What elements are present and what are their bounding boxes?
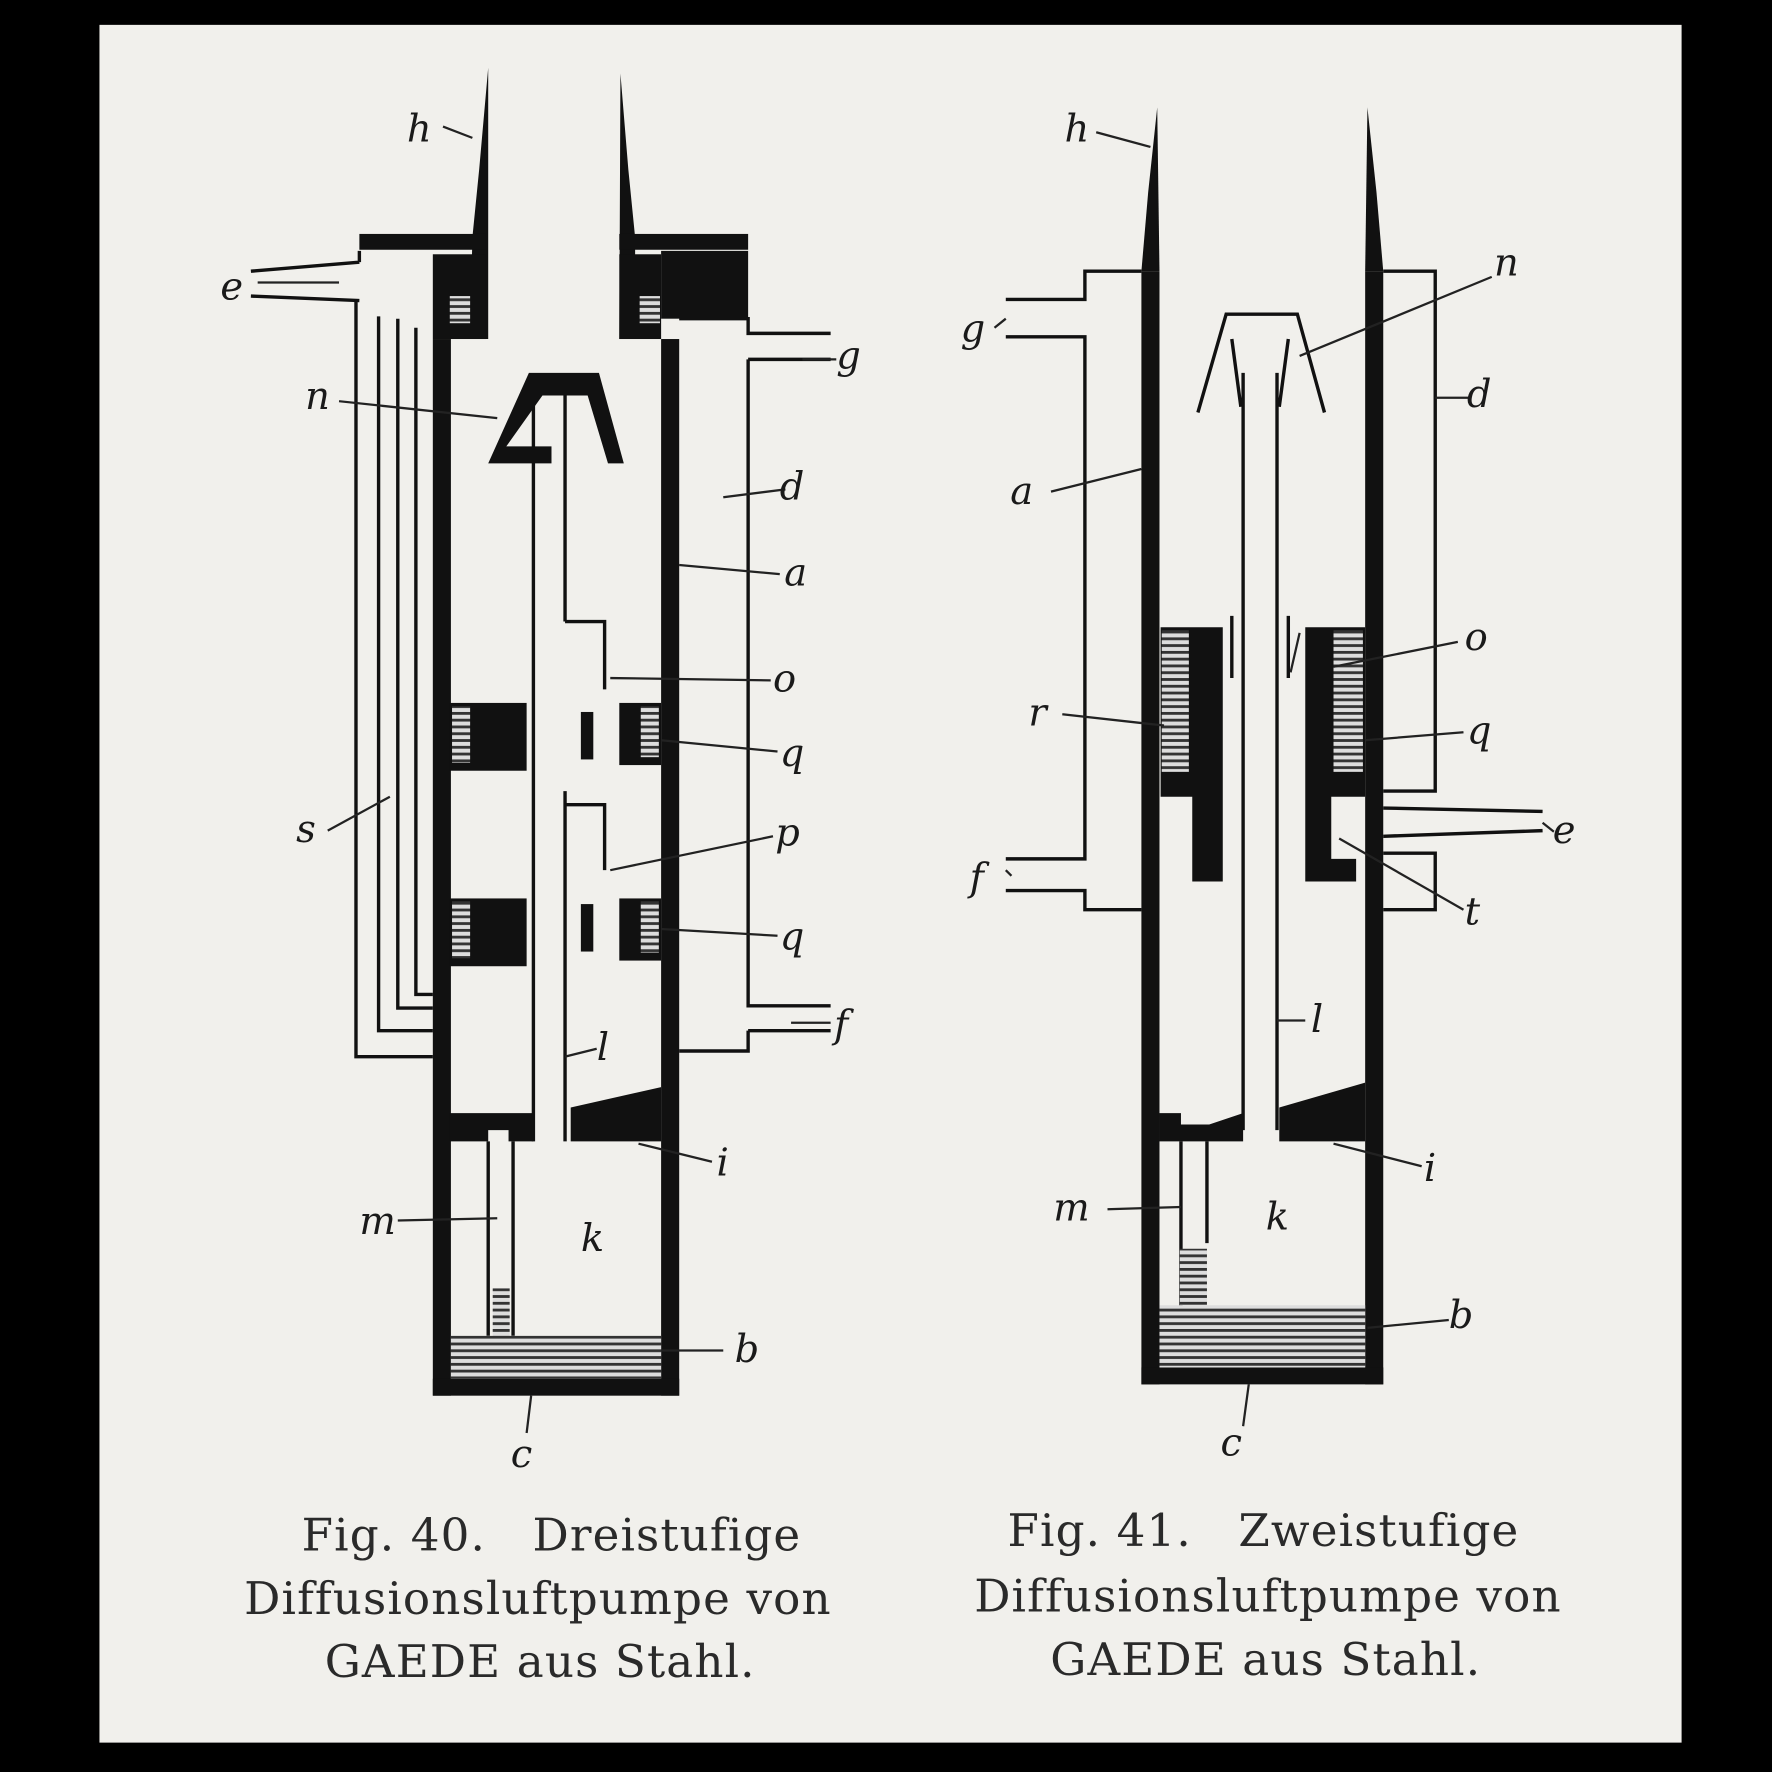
label-t: t xyxy=(1465,889,1481,934)
label-n: n xyxy=(1494,241,1519,286)
label-i: i xyxy=(1424,1146,1436,1191)
label-h: h xyxy=(407,106,432,151)
label-o: o xyxy=(773,657,796,702)
mercury-b xyxy=(450,1335,662,1379)
label-b: b xyxy=(735,1327,760,1372)
label-q-lower: q xyxy=(780,914,805,959)
figure-40-caption: Fig. 40. Dreistufige Diffusionsluftpumpe… xyxy=(244,1509,832,1689)
label-m: m xyxy=(1053,1186,1089,1231)
label-d: d xyxy=(1467,372,1492,417)
label-p: p xyxy=(775,810,800,855)
figure-40-diagram xyxy=(250,67,837,1434)
label-c: c xyxy=(1221,1421,1243,1466)
figure-41-labels: h n g d a o r q e f t l i m k b c xyxy=(961,106,1576,1465)
caption-line-2: Diffusionsluftpumpe von xyxy=(244,1572,832,1625)
label-k: k xyxy=(1266,1195,1289,1240)
caption-line-1: Fig. 41. Zweistufige xyxy=(1008,1504,1520,1557)
caption-line-2: Diffusionsluftpumpe von xyxy=(974,1570,1562,1623)
label-i: i xyxy=(716,1140,728,1185)
label-h: h xyxy=(1065,106,1090,151)
label-k: k xyxy=(581,1216,604,1261)
label-q: q xyxy=(1467,709,1492,754)
label-o: o xyxy=(1465,615,1488,660)
label-l: l xyxy=(1311,997,1323,1042)
label-g: g xyxy=(836,333,861,378)
caption-line-1: Fig. 40. Dreistufige xyxy=(302,1509,802,1562)
label-q-upper: q xyxy=(780,731,805,776)
label-e: e xyxy=(220,264,243,309)
label-m: m xyxy=(359,1199,395,1244)
label-d: d xyxy=(780,465,805,510)
label-l: l xyxy=(597,1025,609,1070)
label-b: b xyxy=(1449,1293,1474,1338)
label-n: n xyxy=(305,374,330,419)
label-a: a xyxy=(1010,469,1033,514)
label-r: r xyxy=(1028,691,1049,736)
caption-line-3: GAEDE aus Stahl. xyxy=(1050,1633,1481,1686)
label-e: e xyxy=(1553,808,1576,853)
label-g: g xyxy=(961,306,986,351)
label-a: a xyxy=(784,550,807,595)
figure-41-diagram xyxy=(993,107,1555,1427)
mercury-b xyxy=(1159,1305,1366,1368)
caption-line-3: GAEDE aus Stahl. xyxy=(325,1635,756,1688)
label-s: s xyxy=(296,807,316,852)
figure-41-caption: Fig. 41. Zweistufige Diffusionsluftpumpe… xyxy=(974,1504,1562,1686)
figure-40-labels: h e n g d a o q s p q f l i m k b c xyxy=(220,106,860,1477)
label-c: c xyxy=(511,1432,533,1477)
